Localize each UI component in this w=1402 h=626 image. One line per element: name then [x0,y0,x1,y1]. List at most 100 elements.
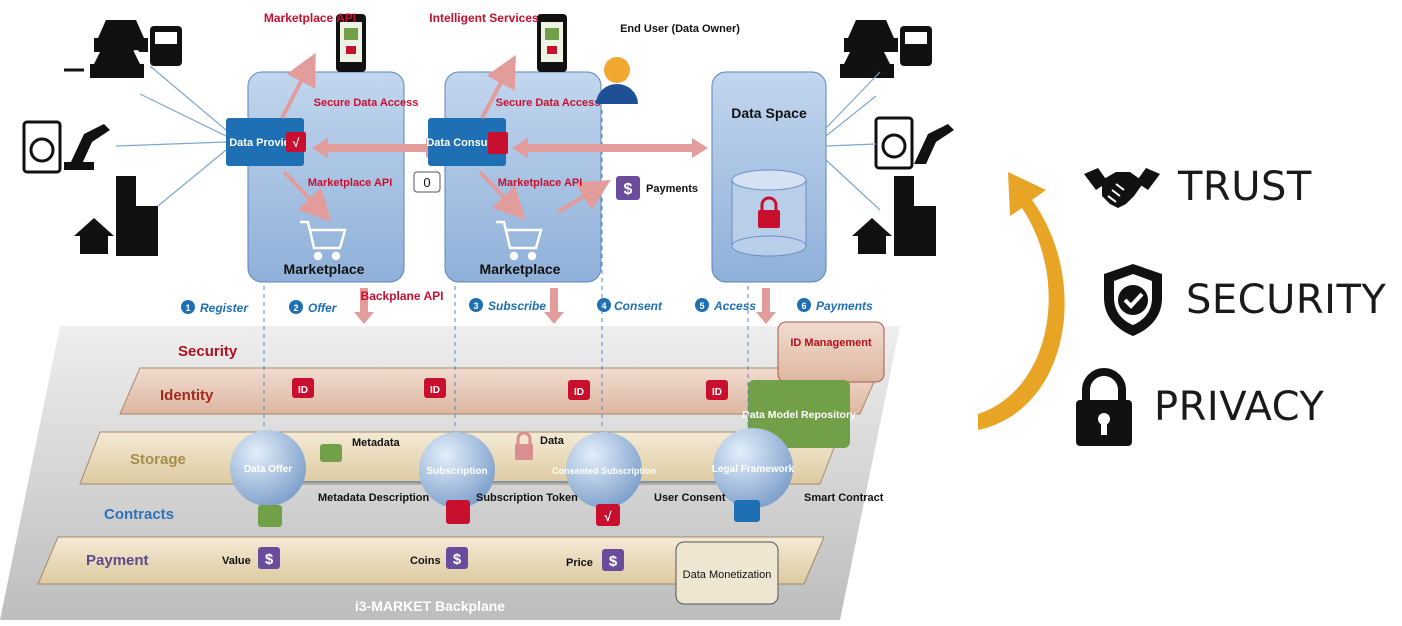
svg-text:ID: ID [712,387,722,398]
marketplace-api-provider-label: Marketplace API [308,177,393,189]
data-lock-icon [515,431,533,460]
robot-arm-icon-right [914,124,954,164]
data-space-lock-icon [758,196,780,228]
dollar-icon-price: $ [602,549,624,571]
legend-trust-label: TRUST [1178,164,1312,210]
arrow-provider-to-marketplace [282,170,332,222]
bus-icon-left [150,26,182,66]
legend-privacy: PRIVACY [1074,366,1324,448]
svg-text:$: $ [609,553,618,570]
smart-contract-icon [734,500,760,522]
data-monetization-label: Data Monetization [683,569,772,581]
security-layer-label: Security [178,343,238,360]
step-5: 5 Access [695,298,756,313]
user-consent-label: User Consent [654,492,726,504]
backplane-api-label: Backplane API [361,289,444,303]
legend-security: SECURITY [1100,262,1386,338]
backplane-label: i3-MARKET Backplane [355,598,505,614]
end-user-label: End User (Data Owner) [620,23,740,35]
svg-text:5: 5 [699,301,704,311]
house-icon-right [852,218,892,254]
legend-trust: TRUST [1082,162,1312,212]
svg-text:4: 4 [601,301,606,311]
coins-label: Coins [410,555,441,567]
cart-icon-provider [300,220,347,261]
building-icon-left [116,176,158,256]
svg-text:Subscription: Subscription [426,466,487,477]
provider-consumer-double-arrow [312,138,442,158]
step-2: 2 Offer [289,300,338,315]
washing-machine-icon-left [22,120,62,174]
svg-text:$: $ [453,551,462,568]
backplane-arrow-1 [354,288,374,324]
data-provider-label: Data Provider [229,137,301,149]
step-3: 3 Subscribe [469,298,546,313]
svg-text:Consent: Consent [614,299,663,313]
ev-car-icon-right [840,48,894,78]
data-label: Data [540,435,565,447]
svg-text:3: 3 [473,301,478,311]
metadata-icon [320,444,342,462]
payments-dollar-icon [616,176,640,200]
svg-text:ID: ID [574,387,584,398]
device-connection-lines-right [825,71,881,211]
price-label: Price [566,557,593,569]
step-6: 6 Payments [797,298,873,313]
cart-icon-consumer [496,220,543,261]
device-connection-lines-left [115,65,227,207]
identity-layer-label: Identity [160,387,214,404]
payments-dollar-symbol: $ [624,181,633,198]
sphere-legal-framework: Legal Framework [712,428,795,508]
marketplace-api-consumer-label: Marketplace API [498,177,583,189]
padlock-icon [1076,368,1132,446]
svg-text:1: 1 [185,303,190,313]
svg-text:ID: ID [430,385,440,396]
payments-label: Payments [646,183,698,195]
contracts-layer-label: Contracts [104,506,174,523]
arrow-to-payments [556,179,611,214]
secure-data-access-provider-label: Secure Data Access [314,97,419,109]
subscription-token-icon [446,500,470,524]
phone-icon-consumer [537,14,567,72]
end-user-icon [596,57,638,104]
handshake-icon [1084,168,1160,208]
data-consumer-label: Data Consumer [426,137,508,149]
svg-text:Legal Framework: Legal Framework [712,464,795,475]
metadata-description-icon [258,505,282,527]
svg-text:$: $ [265,551,274,568]
arrow-to-intelligent-services [480,54,516,119]
consumer-dataspace-double-arrow [512,138,708,158]
counter-box [413,171,441,193]
backplane-arrow-3 [756,288,776,324]
id-badge-1: ID [292,378,314,398]
marketplace-consumer-label: Marketplace [480,261,561,277]
building-icon-right [894,176,936,256]
data-consumer-box [428,118,506,166]
svg-text:Payments: Payments [816,299,873,313]
id-badge-3: ID [568,380,590,400]
legend-privacy-label: PRIVACY [1154,384,1325,430]
washing-machine-icon-right [874,116,914,170]
id-management-text: ID Management [790,337,872,349]
metadata-description-label: Metadata Description [318,492,430,504]
data-model-repository-label: Data Model Repository [742,409,856,421]
storage-layer-label: Storage [130,451,186,468]
ev-car-icon-left [64,48,144,78]
smart-contract-label: Smart Contract [804,492,884,504]
robot-arm-icon-left [64,124,110,170]
value-label: Value [222,555,251,567]
house-icon-left [74,218,114,254]
svg-text:Consented Subscription: Consented Subscription [552,466,656,476]
curved-arrow [978,172,1065,430]
svg-text:Access: Access [713,299,756,313]
bus-icon-right [900,26,932,66]
svg-text:Offer: Offer [308,301,338,315]
data-model-repository-box [748,380,850,448]
consumer-doc-badge [488,132,508,154]
secure-data-access-consumer-label: Secure Data Access [496,97,601,109]
car-icon-right-1 [844,20,898,52]
metadata-label: Metadata [352,437,401,449]
sphere-subscription: Subscription [419,432,495,508]
payment-layer [37,536,825,585]
phone-icon-provider [336,14,366,72]
